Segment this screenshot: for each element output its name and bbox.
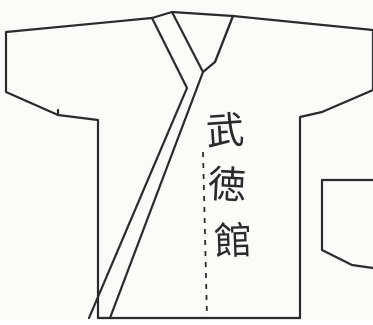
left-sleeve-outline xyxy=(4,16,154,320)
collar-inner-edge xyxy=(87,16,189,320)
embroidered-kanji-2: 徳 xyxy=(206,162,248,208)
embroidered-kanji-3: 館 xyxy=(213,218,253,264)
collar-outer-edge xyxy=(108,10,205,320)
collar-right-edge xyxy=(213,14,235,64)
right-sleeve-outline xyxy=(231,14,373,320)
right-flap-outline xyxy=(320,178,373,270)
embroidered-kanji-1: 武 xyxy=(204,107,246,155)
